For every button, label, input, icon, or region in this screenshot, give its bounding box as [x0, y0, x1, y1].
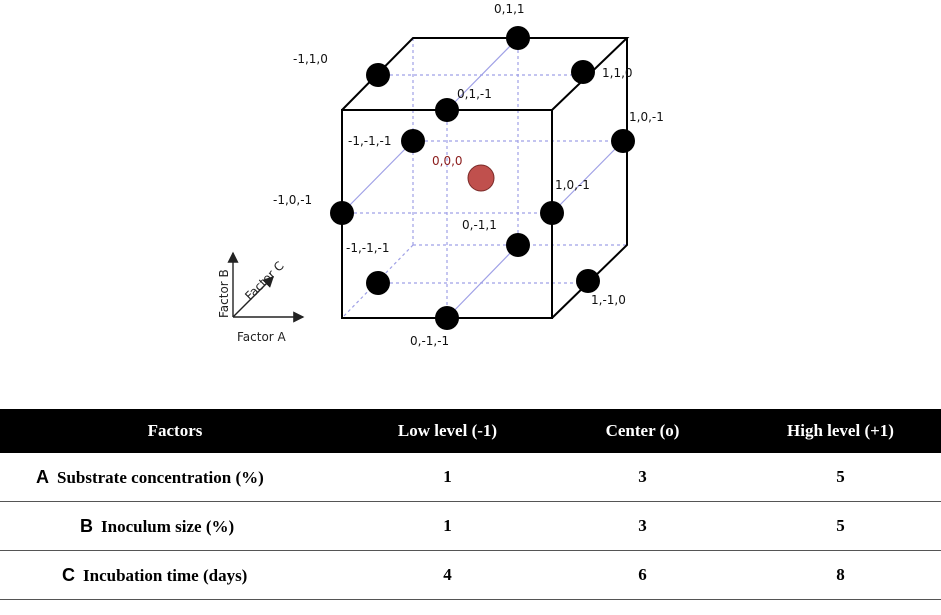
center-cell: 6: [545, 550, 740, 600]
point-0-n1-1: [506, 233, 530, 257]
factor-cell: A Substrate concentration (%): [0, 453, 350, 502]
design-points: [330, 26, 635, 330]
label-n1-n1-n1-bottom: -1,-1,-1: [346, 241, 390, 255]
table-header-row: Factors Low level (-1) Center (o) High l…: [0, 409, 941, 453]
axis-label-factor-a: Factor A: [237, 330, 287, 344]
factor-cell: B Inoculum size (%): [0, 501, 350, 551]
table-row: B Inoculum size (%) 1 3 5: [0, 501, 941, 551]
factor-letter: C: [62, 564, 75, 585]
label-0-1-1: 0,1,1: [494, 2, 525, 16]
axis-label-factor-b: Factor B: [217, 269, 231, 318]
factor-name: Incubation time (days): [83, 565, 248, 585]
point-1-n1-0: [576, 269, 600, 293]
label-0-n1-n1: 0,-1,-1: [410, 334, 449, 348]
high-cell: 5: [740, 501, 941, 551]
label-n1-n1-n1-top: -1,-1,-1: [348, 134, 392, 148]
high-cell: 5: [740, 453, 941, 502]
factor-levels-table: Factors Low level (-1) Center (o) High l…: [0, 409, 941, 600]
table-row: A Substrate concentration (%) 1 3 5: [0, 453, 941, 502]
point-1-0-n1-back: [611, 129, 635, 153]
label-0-1-n1: 0,1,-1: [457, 87, 492, 101]
label-center: 0,0,0: [432, 154, 463, 168]
center-cell: 3: [545, 453, 740, 502]
label-1-1-0: 1,1,0: [602, 66, 633, 80]
header-low: Low level (-1): [350, 409, 545, 453]
header-factors: Factors: [0, 409, 350, 453]
point-1-0-n1-front: [540, 201, 564, 225]
point-n1-0-n1: [330, 201, 354, 225]
factor-cell: C Incubation time (days): [0, 550, 350, 600]
grid-lines: [341, 37, 627, 319]
label-n1-0-n1: -1,0,-1: [273, 193, 312, 207]
table-row: C Incubation time (days) 4 6 8: [0, 550, 941, 600]
label-1-0-n1-back: 1,0,-1: [629, 110, 664, 124]
box-behnken-cube-diagram: 0,1,1 -1,1,0 1,1,0 0,1,-1 1,0,-1 -1,-1,-…: [217, 2, 664, 348]
label-n1-1-0: -1,1,0: [293, 52, 328, 66]
label-1-0-n1-front: 1,0,-1: [555, 178, 590, 192]
low-cell: 1: [350, 453, 545, 502]
point-0-1-n1: [435, 98, 459, 122]
point-n1-1-0: [366, 63, 390, 87]
point-n1-n1-n1-top: [401, 129, 425, 153]
factor-letter: A: [36, 466, 49, 487]
label-1-n1-0: 1,-1,0: [591, 293, 626, 307]
point-n1-n1-n1-bottom: [366, 271, 390, 295]
header-high: High level (+1): [740, 409, 941, 453]
high-cell: 8: [740, 550, 941, 600]
factor-name: Inoculum size (%): [101, 516, 235, 536]
low-cell: 1: [350, 501, 545, 551]
header-center: Center (o): [545, 409, 740, 453]
point-0-1-1: [506, 26, 530, 50]
factor-letter: B: [80, 515, 93, 536]
point-0-n1-n1: [435, 306, 459, 330]
point-1-1-0: [571, 60, 595, 84]
factor-name: Substrate concentration (%): [57, 467, 264, 487]
axes-indicator: [227, 251, 305, 323]
low-cell: 4: [350, 550, 545, 600]
label-0-n1-1: 0,-1,1: [462, 218, 497, 232]
axis-label-factor-c: Factor C: [242, 259, 287, 304]
center-cell: 3: [545, 501, 740, 551]
center-point: [467, 164, 495, 192]
